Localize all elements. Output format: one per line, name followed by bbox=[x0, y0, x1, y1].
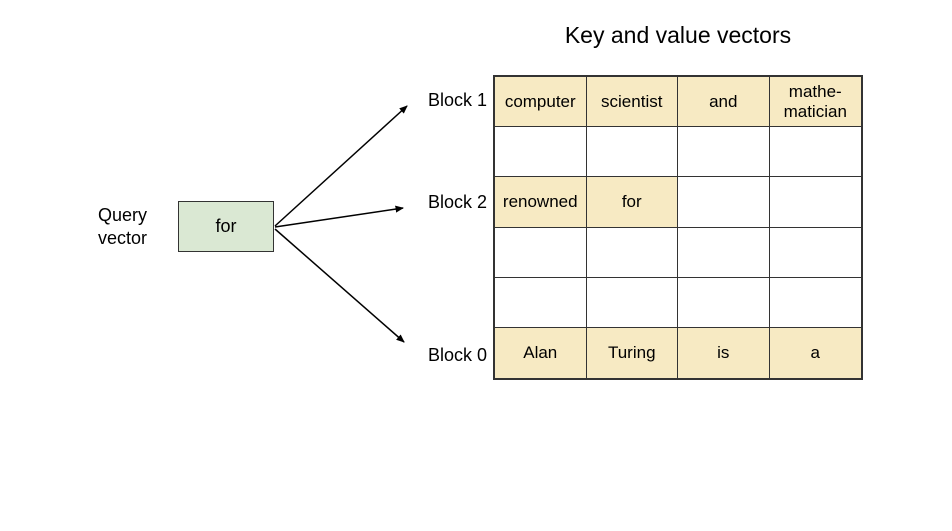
table-cell-r1-c2 bbox=[678, 127, 770, 178]
table-cell-r2-c2 bbox=[678, 177, 770, 228]
query-vector-label: Query vector bbox=[98, 205, 148, 248]
table-cell-r4-c3 bbox=[769, 277, 861, 328]
query-token-text: for bbox=[215, 216, 237, 236]
table-cell-r0-c1: scientist bbox=[586, 77, 678, 128]
table-cell-r0-c2: and bbox=[678, 77, 770, 128]
table-cell-r1-c3 bbox=[769, 127, 861, 178]
table-cell-r5-c1: Turing bbox=[586, 327, 678, 378]
table-cell-r4-c1 bbox=[586, 277, 678, 328]
table-cell-r5-c0: Alan bbox=[495, 327, 587, 378]
table-cell-r1-c0 bbox=[495, 127, 587, 178]
query-token-box: for bbox=[178, 201, 274, 252]
table-cell-r3-c3 bbox=[769, 227, 861, 278]
table-cell-r3-c0 bbox=[495, 227, 587, 278]
block-1-label: Block 1 bbox=[427, 90, 487, 110]
table-cell-r2-c0: renowned bbox=[495, 177, 587, 228]
arrow-to-block-0 bbox=[274, 228, 405, 343]
table-cell-r4-c0 bbox=[495, 277, 587, 328]
diagram-title: Key and value vectors bbox=[564, 22, 792, 48]
table-cell-r0-c0: computer bbox=[495, 77, 587, 128]
table-cell-r3-c1 bbox=[586, 227, 678, 278]
table-cell-r0-c3: mathe- matician bbox=[769, 77, 861, 128]
table-cell-r1-c1 bbox=[586, 127, 678, 178]
table-cell-r5-c3: a bbox=[769, 327, 861, 378]
table-cell-r4-c2 bbox=[678, 277, 770, 328]
block-2-label: Block 2 bbox=[427, 192, 487, 212]
table-cell-r2-c3 bbox=[769, 177, 861, 228]
block-0-label: Block 0 bbox=[427, 345, 487, 365]
table-cell-r3-c2 bbox=[678, 227, 770, 278]
table-cell-r2-c1: for bbox=[586, 177, 678, 228]
table-cell-r5-c2: is bbox=[678, 327, 770, 378]
